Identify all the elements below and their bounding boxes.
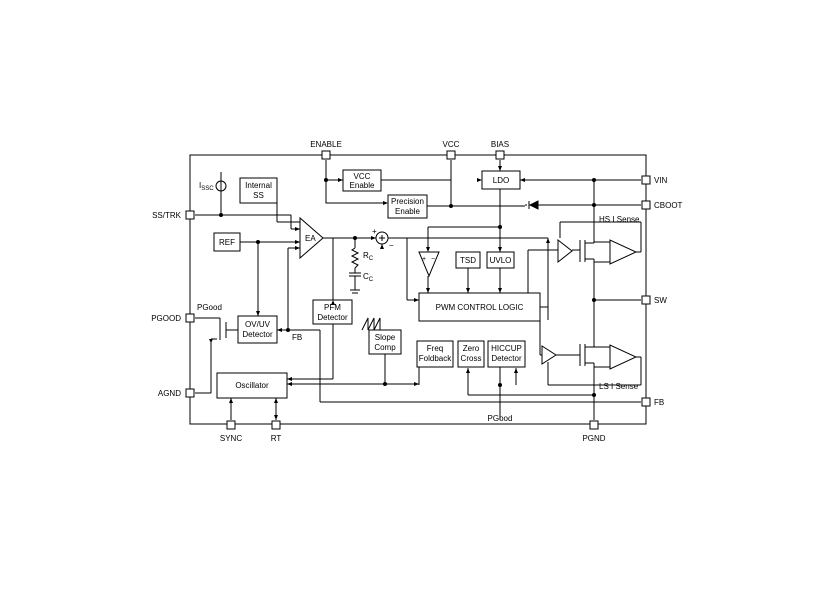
svg-text:SS: SS: [253, 191, 264, 200]
pin-ss-trk: SS/TRK: [152, 210, 195, 220]
svg-text:−: −: [389, 241, 394, 250]
low-side-driver: [541, 345, 557, 365]
pin-cboot: CBOOT: [641, 200, 683, 210]
rc-network: RC CC: [349, 247, 374, 283]
pin-pgnd: PGND: [582, 420, 606, 443]
svg-text:PFM: PFM: [324, 303, 341, 312]
fb-internal-label: FB: [292, 333, 302, 342]
pin-vcc: VCC: [443, 140, 460, 160]
svg-text:SW: SW: [654, 296, 667, 305]
svg-text:ENABLE: ENABLE: [310, 140, 342, 149]
boot-diode: [528, 200, 539, 210]
svg-text:SS/TRK: SS/TRK: [152, 211, 182, 220]
svg-text:PGND: PGND: [582, 434, 605, 443]
high-side-driver: [557, 238, 573, 264]
arrowheads: [229, 166, 550, 420]
svg-text:Detector: Detector: [242, 330, 273, 339]
svg-text:Cross: Cross: [461, 354, 482, 363]
vcc-enable-block: VCC Enable: [342, 169, 382, 192]
tsd-block: TSD: [455, 251, 481, 269]
pin-agnd: AGND: [158, 388, 195, 398]
svg-text:+: +: [422, 256, 426, 263]
svg-text:−: −: [431, 256, 435, 263]
pin-pgood: PGOOD: [151, 313, 195, 323]
svg-text:UVLO: UVLO: [490, 256, 512, 265]
svg-text:Freq: Freq: [427, 344, 443, 353]
pin-sync: SYNC: [220, 420, 242, 443]
uvlo-block: UVLO: [486, 251, 515, 269]
junction-dots: [219, 178, 596, 397]
svg-text:RC: RC: [363, 251, 374, 262]
svg-text:BIAS: BIAS: [491, 140, 509, 149]
svg-text:FB: FB: [654, 398, 664, 407]
slope-comp-block: Slope Comp: [368, 329, 402, 355]
svg-text:Internal: Internal: [245, 181, 272, 190]
svg-text:Foldback: Foldback: [419, 354, 452, 363]
svg-text:REF: REF: [219, 238, 235, 247]
svg-text:VCC: VCC: [443, 140, 460, 149]
svg-text:VIN: VIN: [654, 176, 668, 185]
chip-outline: [189, 154, 647, 425]
pgood-switch: [209, 322, 227, 343]
pfm-detector-block: PFM Detector: [312, 299, 353, 325]
svg-text:Comp: Comp: [374, 343, 396, 352]
internal-ss-block: Internal SS: [239, 177, 278, 204]
ref-block: REF: [213, 232, 241, 252]
pin-enable: ENABLE: [310, 140, 342, 160]
svg-text:PGOOD: PGOOD: [151, 314, 181, 323]
current-sense-comparator: + −: [418, 251, 440, 278]
ls-sense-amp: [609, 344, 638, 370]
error-amplifier: EA: [299, 216, 324, 260]
svg-text:VCC: VCC: [354, 172, 371, 181]
low-side-fet: [579, 338, 595, 373]
pgood-bottom-label: PGood: [488, 414, 513, 423]
svg-text:Detector: Detector: [491, 354, 522, 363]
svg-text:Enable: Enable: [350, 181, 375, 190]
svg-text:RT: RT: [271, 434, 282, 443]
sawtooth-waveform: [361, 317, 381, 331]
hs-sense-amp: [609, 239, 638, 265]
svg-text:Slope: Slope: [375, 333, 396, 342]
zero-cross-block: Zero Cross: [457, 340, 485, 368]
hs-sense-label: HS I Sense: [599, 215, 640, 224]
svg-text:LDO: LDO: [493, 176, 509, 185]
issc-label: ISSC: [199, 181, 214, 192]
svg-text:CC: CC: [363, 272, 374, 283]
svg-text:Detector: Detector: [317, 313, 348, 322]
ldo-block: LDO: [481, 170, 521, 190]
svg-text:Precision: Precision: [391, 197, 424, 206]
svg-text:AGND: AGND: [158, 389, 181, 398]
oscillator-block: Oscillator: [216, 372, 288, 399]
pin-bias: BIAS: [491, 140, 509, 160]
issc-current-source: ISSC: [199, 172, 227, 192]
svg-text:PWM CONTROL LOGIC: PWM CONTROL LOGIC: [436, 303, 524, 312]
freq-foldback-block: Freq Foldback: [416, 340, 454, 368]
precision-enable-block: Precision Enable: [387, 194, 428, 219]
svg-text:+: +: [372, 227, 377, 236]
svg-text:EA: EA: [305, 234, 316, 243]
svg-text:CBOOT: CBOOT: [654, 201, 683, 210]
pgood-internal-label: PGood: [197, 303, 222, 312]
high-side-fet: [579, 235, 595, 270]
pin-sw: SW: [641, 295, 667, 305]
ls-sense-label: LS I Sense: [599, 382, 639, 391]
svg-text:OV/UV: OV/UV: [245, 320, 271, 329]
svg-text:HICCUP: HICCUP: [491, 344, 522, 353]
pin-fb: FB: [641, 397, 664, 407]
svg-text:SYNC: SYNC: [220, 434, 242, 443]
svg-text:Enable: Enable: [395, 207, 420, 216]
pin-vin: VIN: [641, 175, 668, 185]
svg-text:Zero: Zero: [463, 344, 480, 353]
pin-rt: RT: [271, 420, 282, 443]
svg-text:Oscillator: Oscillator: [235, 381, 269, 390]
svg-text:TSD: TSD: [460, 256, 476, 265]
ovuv-detector-block: OV/UV Detector: [237, 315, 278, 344]
hiccup-detector-block: HICCUP Detector: [487, 340, 526, 368]
pwm-control-logic-block: PWM CONTROL LOGIC: [418, 292, 541, 322]
